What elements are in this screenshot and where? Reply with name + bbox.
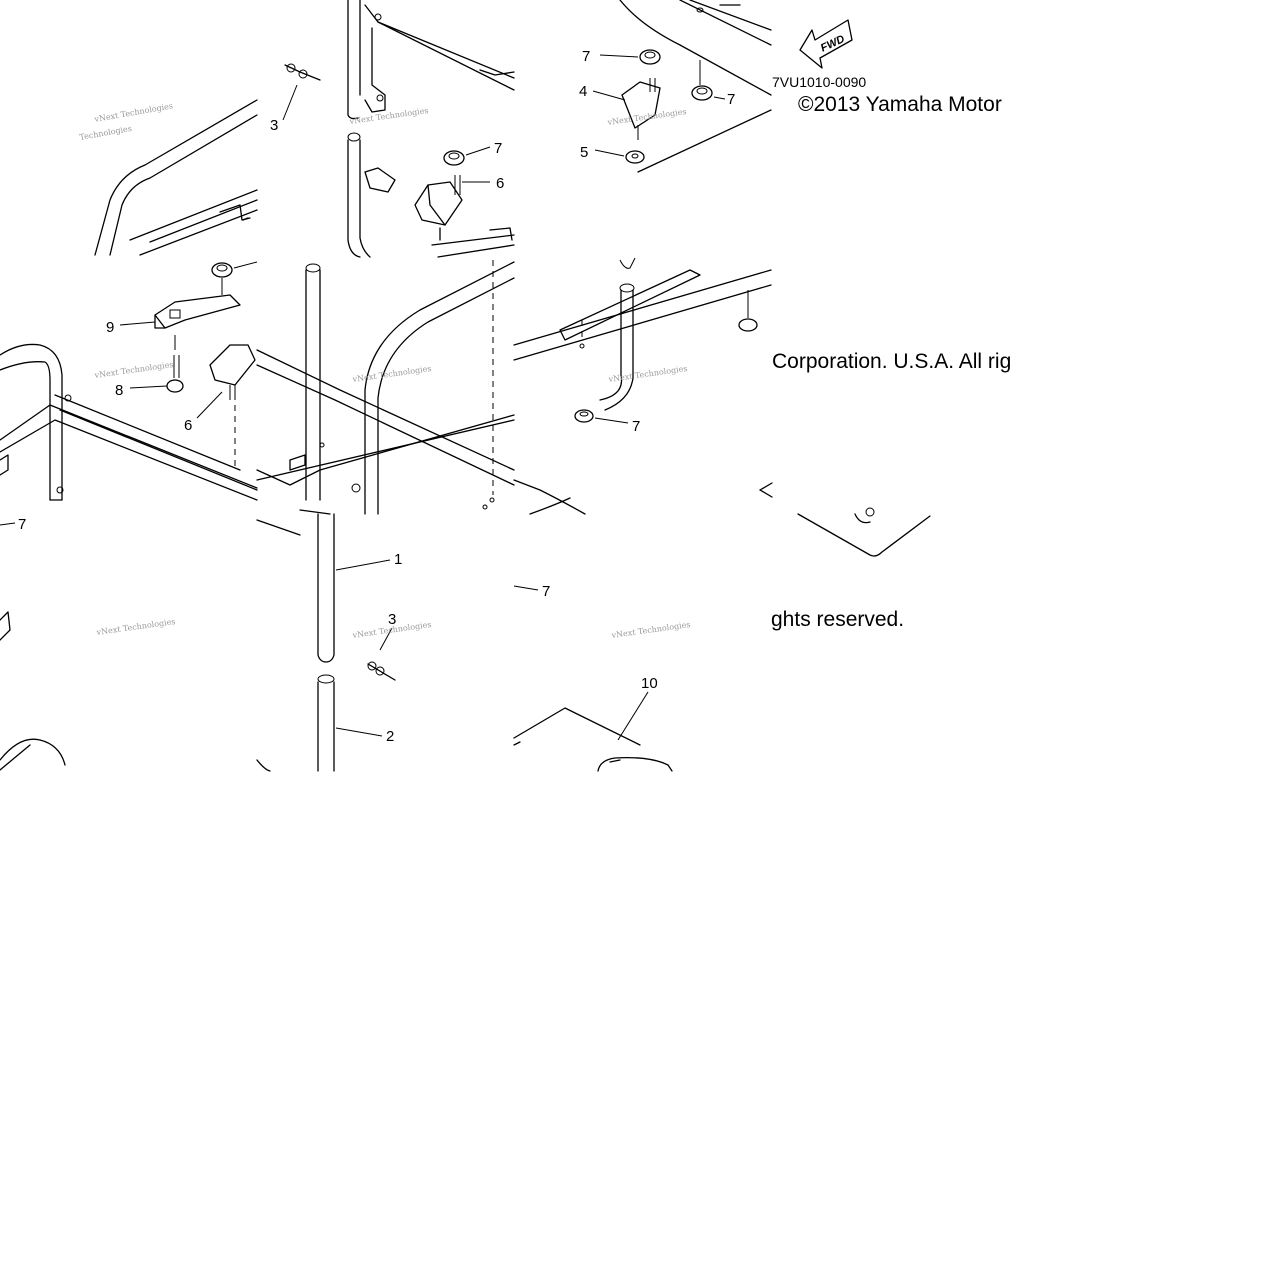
copyright-line-3: ghts reserved. — [771, 608, 904, 631]
frame-tile-8 — [0, 611, 66, 771]
frame-tile-7 — [759, 482, 931, 557]
callout-3-top: 3 — [270, 117, 278, 134]
callout-3-bottom: 3 — [388, 611, 396, 628]
frame-tile-10: 7 10 — [513, 583, 673, 772]
callout-6-bottom: 6 — [184, 417, 192, 434]
callout-6-top: 6 — [496, 175, 504, 192]
frame-tile-2: 3 6 7 — [270, 0, 515, 258]
callout-10: 10 — [641, 675, 658, 692]
watermark: vNext Technologies — [607, 364, 688, 384]
forward-arrow-icon: FWD — [799, 19, 853, 69]
callout-7-lower: 7 — [542, 583, 550, 600]
frame-tile-4: 9 8 6 7 — [0, 261, 258, 533]
frame-tile-1 — [94, 99, 258, 256]
callout-7-left: 7 — [18, 516, 26, 533]
callout-5: 5 — [580, 144, 588, 161]
frame-tile-5 — [256, 260, 515, 515]
watermark: vNext Technologies — [610, 620, 691, 640]
copyright-line-1: ©2013 Yamaha Motor — [798, 93, 1002, 116]
watermarks: vNext Technologies Technologies vNext Te… — [79, 101, 691, 640]
callout-7-middle: 7 — [632, 418, 640, 435]
callout-8: 8 — [115, 382, 123, 399]
callout-2: 2 — [386, 728, 394, 745]
watermark: vNext Technologies — [93, 360, 174, 380]
frame-tile-9: 1 3 2 — [256, 513, 402, 772]
callout-9: 9 — [106, 319, 114, 336]
watermark: Technologies — [79, 124, 133, 142]
callout-1: 1 — [394, 551, 402, 568]
frame-tile-3: 7 7 4 5 — [579, 0, 772, 173]
watermark: vNext Technologies — [95, 617, 176, 637]
callout-7-upper-right: 7 — [727, 91, 735, 108]
watermark: vNext Technologies — [348, 106, 429, 126]
callout-4: 4 — [579, 83, 587, 100]
part-code: 7VU1010-0090 — [772, 74, 866, 90]
callout-7-top: 7 — [494, 140, 502, 157]
watermark: vNext Technologies — [351, 364, 432, 384]
watermark: vNext Technologies — [93, 101, 174, 124]
callout-7-upper-left: 7 — [582, 48, 590, 65]
frame-tile-6: 7 — [513, 257, 772, 515]
copyright-line-2: Corporation. U.S.A. All rig — [772, 350, 1011, 373]
watermark: vNext Technologies — [606, 107, 687, 127]
